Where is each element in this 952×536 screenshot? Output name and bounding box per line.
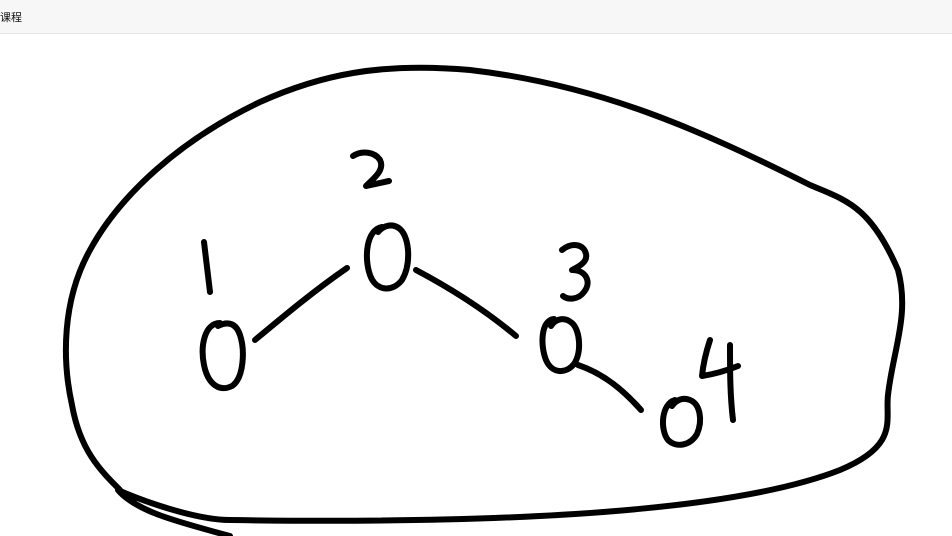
edge-1-2 [252, 265, 350, 343]
title-bar: 课程 [0, 0, 952, 34]
label-2-stroke [350, 149, 392, 189]
label-3-stroke [559, 242, 591, 302]
label-4-stroke [699, 337, 741, 423]
enclosing-loop-stroke [62, 64, 906, 536]
drawing-canvas[interactable] [0, 34, 952, 536]
node-3-circle [539, 316, 582, 374]
window-title: 课程 [0, 11, 22, 24]
node-1-circle [199, 320, 246, 392]
label-1-stroke [201, 239, 213, 295]
edge-2-3 [413, 267, 519, 339]
handwritten-graph-sketch [62, 64, 906, 536]
node-2-circle [363, 222, 412, 292]
node-4-circle [660, 395, 704, 448]
ink-strokes [62, 64, 906, 536]
edge-3-4 [575, 362, 644, 413]
